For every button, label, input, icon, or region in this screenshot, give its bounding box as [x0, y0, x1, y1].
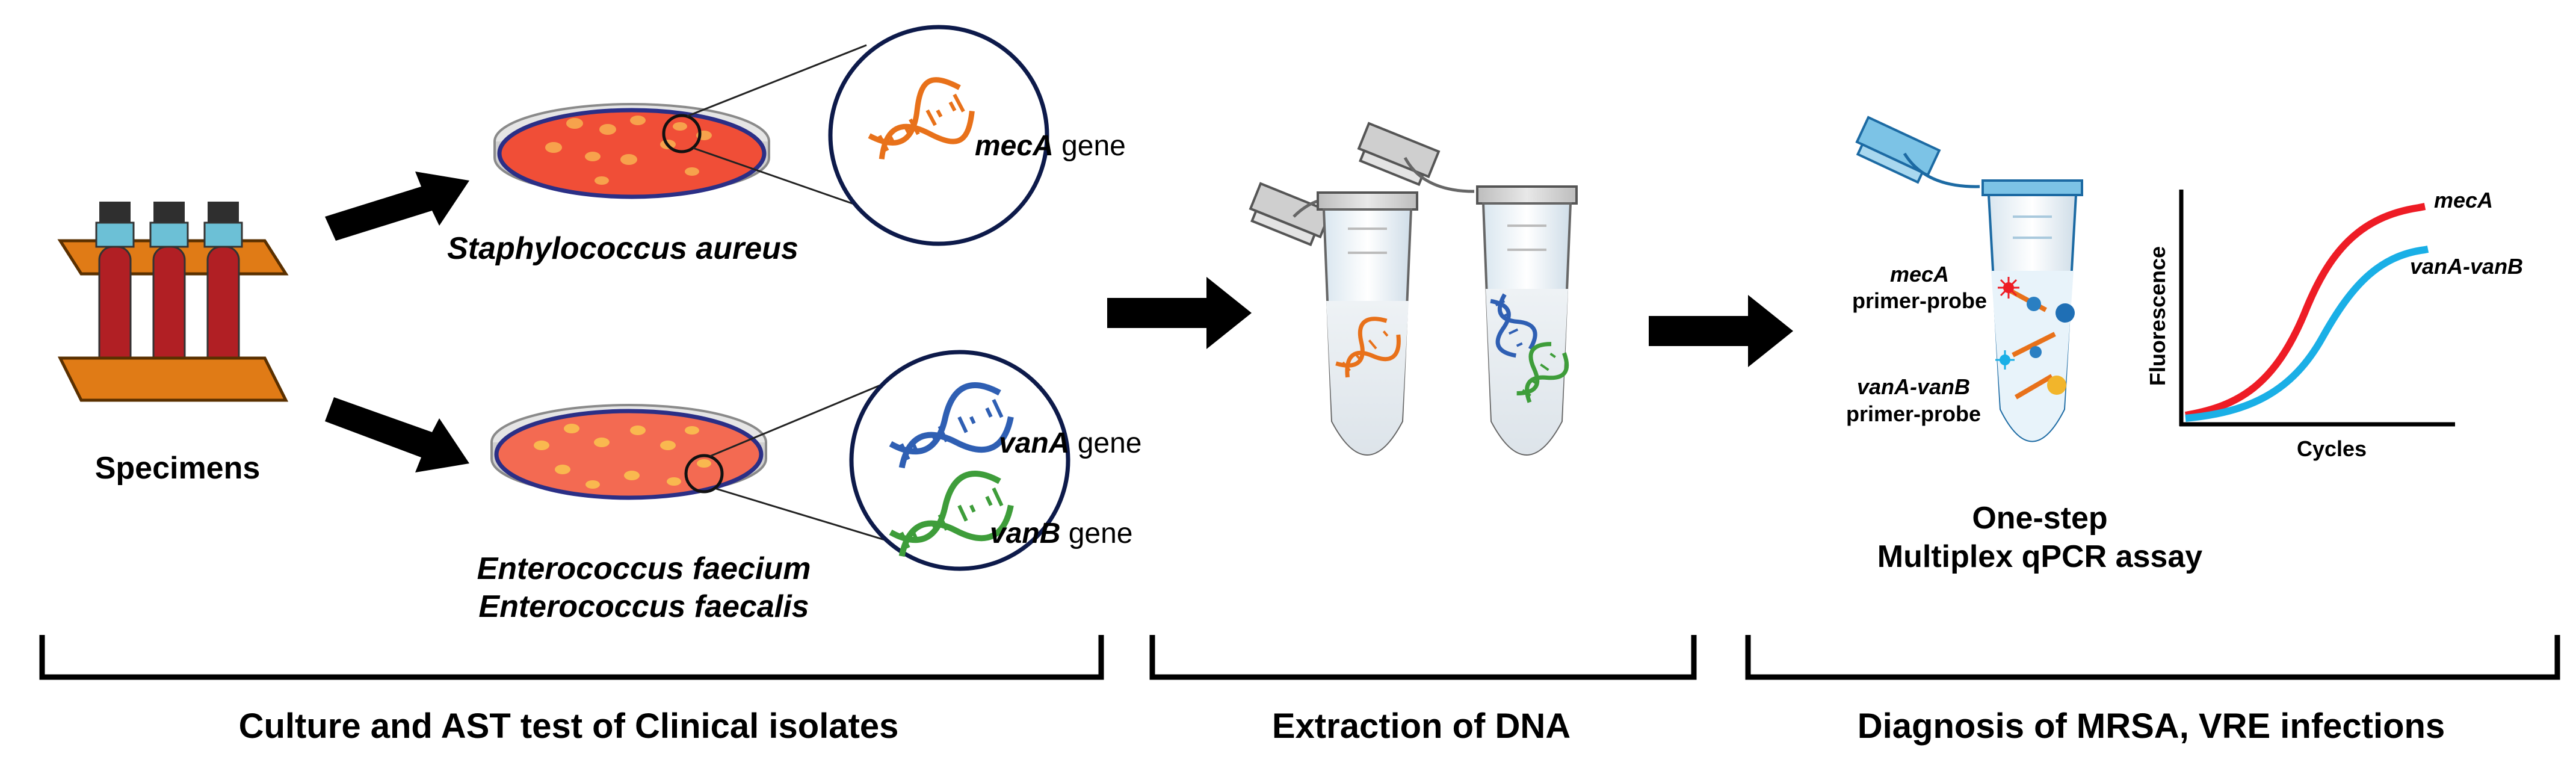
- series-line-vanA-vanB: [2185, 246, 2429, 422]
- section-label-diagnosis: Diagnosis of MRSA, VRE infections: [1858, 707, 2445, 746]
- dna-vanB-icon: [889, 471, 1014, 557]
- qpcr-title-line1: One-step: [1972, 501, 2107, 536]
- chart-y-label: Fluorescence: [2145, 246, 2170, 386]
- bracket-diagnosis: [1745, 635, 2560, 680]
- arrow-to-staph-icon: [325, 172, 469, 241]
- organism-efaecium-label: Enterococcus faecium: [477, 551, 811, 586]
- probe-van-sublabel: primer-probe: [1846, 401, 1981, 426]
- probe-mecA-icon: [1998, 277, 2075, 323]
- dna-blue-icon: [1490, 293, 1537, 358]
- specimens-label: Specimens: [95, 451, 261, 486]
- arrow-to-qpcr-icon: [1649, 295, 1793, 367]
- series-line-mecA: [2184, 203, 2426, 419]
- bracket-extraction: [1149, 635, 1697, 680]
- zoom-circle-van: vanA gene vanB gene: [849, 350, 1142, 571]
- organism-staph-label: Staphylococcus aureus: [447, 231, 798, 266]
- chart-x-label: Cycles: [2297, 436, 2367, 461]
- probe-van-label: vanA-vanB: [1857, 374, 1970, 399]
- dna-vanA-icon: [889, 382, 1014, 469]
- test-tube: [149, 202, 189, 386]
- qpcr-title-line2: Multiplex qPCR assay: [1877, 539, 2202, 574]
- series-label-vanA-vanB: vanA-vanB: [2410, 254, 2523, 279]
- dna-green-icon: [1516, 342, 1569, 403]
- dna-mecA-icon: [868, 77, 975, 159]
- probe-vanA-vanB-icon: [1995, 332, 2066, 400]
- series-label-mecA: mecA: [2434, 188, 2493, 212]
- dna-orange-icon: [1335, 317, 1401, 378]
- probe-mecA-label: mecA: [1890, 262, 1949, 286]
- probe-mecA-sublabel: primer-probe: [1852, 288, 1987, 313]
- microtube-2: [1357, 122, 1578, 456]
- organism-efaecalis-label: Enterococcus faecalis: [478, 589, 809, 624]
- specimen-rack: [57, 202, 289, 402]
- gene-vanB-label: vanB gene: [990, 518, 1133, 549]
- arrow-to-entero-icon: [325, 397, 469, 472]
- qpcr-tube: [1855, 116, 2083, 442]
- petri-dish-entero: [490, 404, 767, 500]
- gene-vanA-label: vanA gene: [999, 427, 1142, 459]
- bracket-culture: [39, 635, 1104, 680]
- section-label-culture: Culture and AST test of Clinical isolate…: [239, 707, 899, 746]
- gene-mecA-label: mecA gene: [975, 130, 1126, 162]
- petri-dish-staph: [493, 103, 770, 199]
- section-label-extraction: Extraction of DNA: [1272, 707, 1571, 746]
- microtube-1: [1249, 182, 1418, 456]
- arrow-to-extraction-icon: [1107, 277, 1252, 349]
- amplification-chart: mecA vanA-vanB Fluorescence Cycles: [2145, 188, 2523, 461]
- zoom-circle-mecA: mecA gene: [828, 25, 1126, 246]
